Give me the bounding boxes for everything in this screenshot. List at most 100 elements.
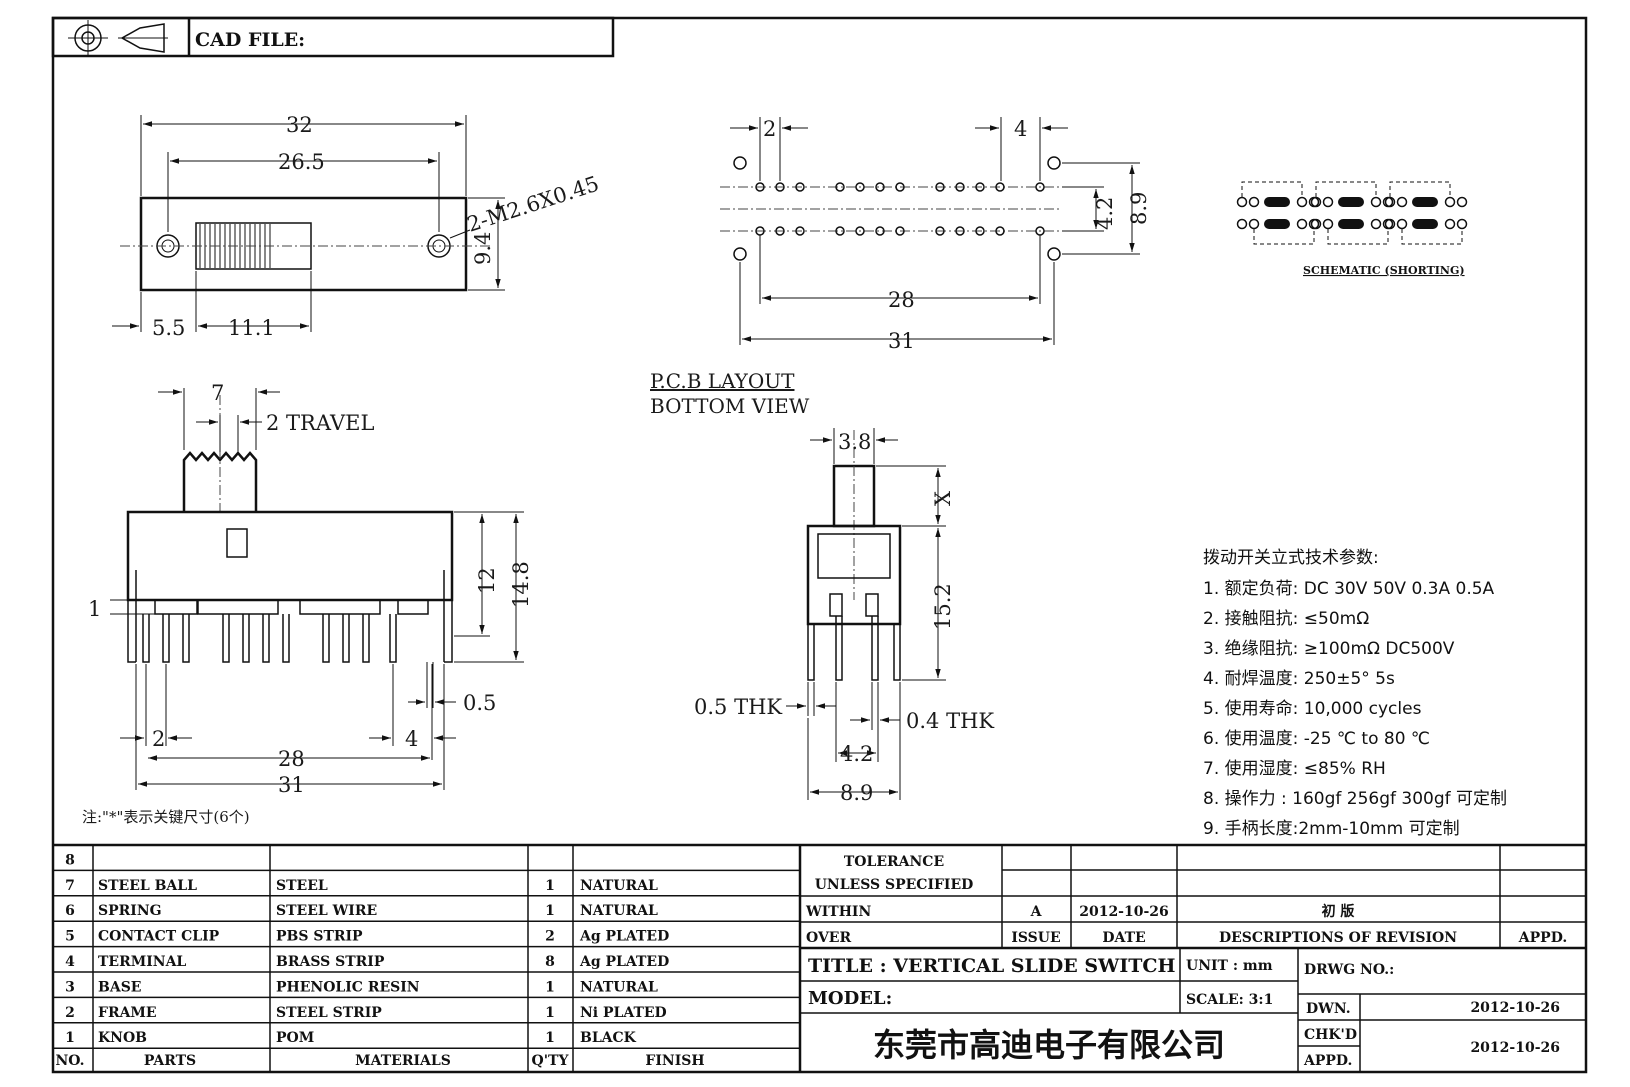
schematic-contact: [1456, 196, 1468, 208]
pcb-mount-hole: [1047, 247, 1061, 261]
bom-cell-part: KNOB: [98, 1030, 147, 1046]
drawing-title: TITLE : VERTICAL SLIDE SWITCH: [808, 955, 1176, 977]
pcb-pad: [875, 226, 885, 236]
pcb-pad: [955, 226, 965, 236]
side-dim-x: X: [931, 491, 955, 506]
terminal-pin: [222, 614, 230, 663]
schematic-contact: [1248, 196, 1260, 208]
drwg-no-label: DRWG NO.:: [1304, 962, 1394, 978]
schematic-contact: [1310, 218, 1322, 230]
terminal-pin: [389, 614, 397, 663]
bom-header-qty: Q'TY: [532, 1053, 570, 1069]
schematic-contact: [1296, 218, 1308, 230]
bom-cell-part: BASE: [98, 979, 141, 995]
dim-5-5: 5.5: [152, 316, 185, 340]
front-dim-2: 2: [152, 727, 165, 751]
pcb-pad-row-bottom: [755, 226, 1045, 236]
front-dim-14-8: 14.8: [509, 561, 533, 608]
spec-item: 9. 手柄长度:2mm-10mm 可定制: [1203, 819, 1460, 839]
bom-cell-qty: 1: [545, 1005, 555, 1021]
header-block: CAD FILE:: [51, 16, 615, 58]
pcb-pad-row-top: [755, 182, 1045, 192]
descriptions-label: DESCRIPTIONS OF REVISION: [1219, 930, 1457, 946]
schematic-contact: [1236, 218, 1248, 230]
sheet-border: [51, 16, 1588, 1074]
bom-header-no: NO.: [55, 1053, 84, 1069]
pcb-mount-hole: [1047, 156, 1061, 170]
schematic-shorting-bar: [1412, 197, 1438, 207]
spec-item: 2. 接触阻抗: ≤50mΩ: [1203, 609, 1369, 629]
bom-cell-no: 8: [65, 852, 75, 868]
terminal-pin: [182, 614, 190, 663]
spec-title: 拨动开关立式技术参数:: [1203, 548, 1379, 568]
side-view: 3.8 X 15.2 0.5 THK 0.4 THK 4.2 8.9: [694, 428, 994, 805]
pcb-pad: [775, 182, 785, 192]
pcb-pad: [795, 182, 805, 192]
pcb-pad: [935, 182, 945, 192]
front-view: 7 2 TRAVEL 12 14.8 1 0.5 2: [82, 381, 533, 826]
terminal-pin: [342, 614, 350, 663]
schematic-link: [1315, 181, 1389, 245]
pcb-pad: [975, 182, 985, 192]
terminal-pin: [282, 614, 290, 663]
schematic-contact: [1396, 196, 1408, 208]
schematic-shorting-bar: [1264, 219, 1290, 229]
pcb-pad: [795, 226, 805, 236]
bom-cell-qty: 1: [545, 979, 555, 995]
bom-cell-qty: 2: [545, 929, 555, 945]
schematic-shorting-bar: [1264, 197, 1290, 207]
revision-description: 初 版: [1322, 903, 1355, 920]
dim-hole-thread: 2-M2.6X0.45: [464, 172, 602, 237]
bom-cell-part: FRAME: [98, 1005, 157, 1021]
terminal-pin: [262, 614, 270, 663]
bom-cell-no: 7: [65, 878, 75, 894]
pcb-pad: [995, 182, 1005, 192]
schematic-contact: [1444, 196, 1456, 208]
pcb-dim-4-2: 4.2: [1093, 197, 1117, 230]
pcb-pad: [755, 182, 765, 192]
side-dim-4-2: 4.2: [840, 742, 873, 766]
over-label: OVER: [806, 930, 851, 946]
pcb-pad: [895, 226, 905, 236]
pcb-dim-28: 28: [888, 288, 915, 312]
spec-item: 4. 耐焊温度: 250±5° 5s: [1203, 669, 1395, 689]
front-dim-28: 28: [278, 747, 305, 771]
schematic-shorting-bar: [1338, 219, 1364, 229]
side-pin: [835, 616, 843, 681]
bom-cell-no: 2: [65, 1005, 75, 1021]
cad-file-label: CAD FILE:: [195, 29, 305, 51]
projection-symbol-icon: [68, 20, 168, 56]
dim-26-5: 26.5: [278, 150, 325, 174]
front-dim-31: 31: [278, 773, 305, 797]
date-label: DATE: [1102, 930, 1145, 946]
schematic-contact: [1322, 196, 1334, 208]
pcb-pad: [975, 226, 985, 236]
side-dim-0-4-thk: 0.4 THK: [906, 709, 994, 733]
bom-cell-finish: Ag PLATED: [579, 954, 669, 970]
bom-cell-no: 4: [65, 954, 75, 970]
bom-cell-no: 3: [65, 979, 75, 995]
bom-cell-part: CONTACT CLIP: [98, 929, 220, 945]
dim-9-4: 9.4: [471, 232, 495, 265]
within-label: WITHIN: [805, 904, 871, 920]
pcb-pad: [835, 226, 845, 236]
bom-cell-qty: 1: [545, 1030, 555, 1046]
pcb-pad: [855, 182, 865, 192]
company-name: 东莞市高迪电子有限公司: [873, 1026, 1225, 1064]
front-dim-1: 1: [88, 597, 101, 621]
schematic-link: [1241, 181, 1315, 245]
model-label: MODEL:: [808, 988, 892, 1009]
dwn-label: DWN.: [1306, 1001, 1351, 1017]
bom-cell-part: TERMINAL: [98, 954, 186, 970]
bom-cell-material: STEEL STRIP: [276, 1005, 382, 1021]
scale-label: SCALE: 3:1: [1186, 992, 1273, 1008]
pcb-pad: [835, 182, 845, 192]
schematic-contact: [1310, 196, 1322, 208]
schematic-contact: [1296, 196, 1308, 208]
bom-header-parts: PARTS: [144, 1053, 196, 1069]
schematic-contact: [1236, 196, 1248, 208]
terminal-pin: [362, 614, 370, 663]
schematic-contact: [1370, 196, 1382, 208]
